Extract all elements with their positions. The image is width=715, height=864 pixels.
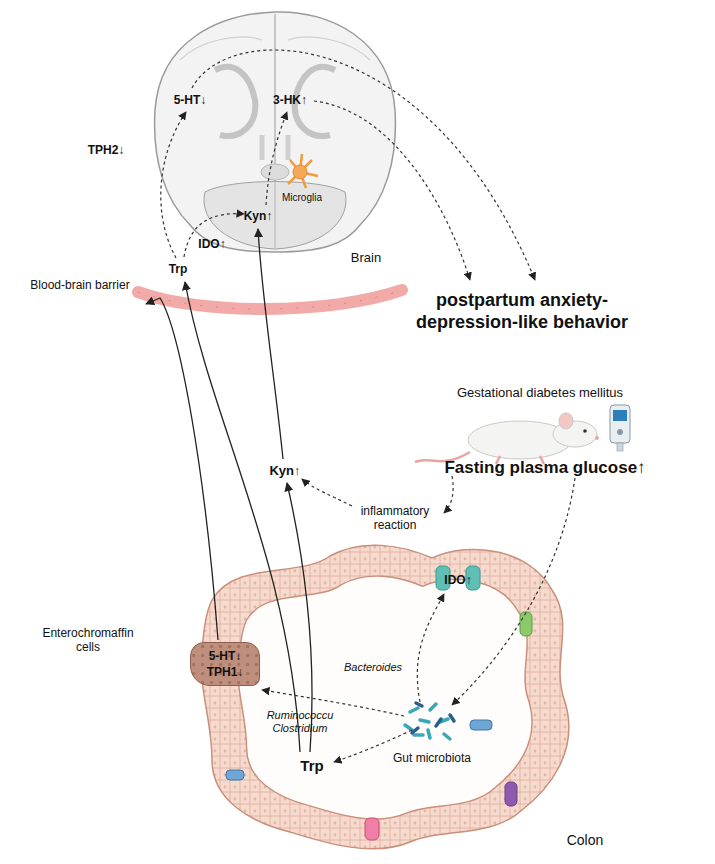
microbiota-label: Gut microbiota <box>382 751 482 765</box>
dashed-arrow <box>161 112 186 258</box>
glucometer <box>610 405 630 451</box>
dashed-arrow <box>452 478 575 705</box>
dashed-arrow <box>302 479 352 506</box>
condition-label: Gestational diabetes mellitus <box>445 385 635 401</box>
metabolite-label: Trp <box>160 262 196 276</box>
solid-arrow <box>146 298 218 640</box>
process-label: inflammatory reaction <box>353 504 438 533</box>
brain-label: 3-HK↑ <box>265 93 315 107</box>
blood-brain-barrier <box>138 290 402 309</box>
brain-drawing <box>155 12 396 252</box>
outcome-label: postpartum anxiety-depression-like behav… <box>405 290 640 333</box>
dashed-arrow <box>417 594 444 702</box>
bacteria-label: Bacteroides <box>333 661 413 674</box>
brain-label: 5-HT↓ <box>165 93 215 107</box>
cell-text: TPH1↓ <box>195 664 255 680</box>
dashed-arrow <box>314 101 470 280</box>
gut-microbiota <box>405 703 454 739</box>
enterochromaffin-cell: 5-HT↓TPH1↓ <box>190 642 260 686</box>
enzyme-label: IDO↑ <box>435 573 481 587</box>
colon-drawing <box>201 545 569 849</box>
solid-arrow <box>258 229 283 459</box>
cell-label: Enterochromaffin cells <box>29 626 147 655</box>
organ-label: Colon <box>560 832 610 849</box>
solid-arrow <box>185 282 300 752</box>
measure-label: Fasting plasma glucose↑ <box>438 458 653 478</box>
dashed-arrow <box>444 476 453 513</box>
metabolite-label: Kyn↑ <box>264 463 306 479</box>
rat-drawing <box>415 413 599 464</box>
microglia-cell <box>288 154 318 188</box>
barrier-label: Blood-brain barrier <box>18 278 143 292</box>
enzyme-label: IDO↑ <box>192 237 232 251</box>
cell-text: 5-HT↓ <box>195 648 255 664</box>
cell-label: Microglia <box>272 192 332 204</box>
enzyme-label: TPH2↓ <box>81 143 131 157</box>
dashed-arrow <box>184 214 244 257</box>
metabolite-label: Trp <box>292 757 332 775</box>
dashed-arrow <box>266 112 287 205</box>
metabolite-label: Kyn↑ <box>238 209 278 223</box>
dashed-arrow <box>192 50 535 280</box>
organ-label: Brain <box>341 250 391 266</box>
bacteria-label: Ruminococcu Clostridium <box>258 709 342 735</box>
